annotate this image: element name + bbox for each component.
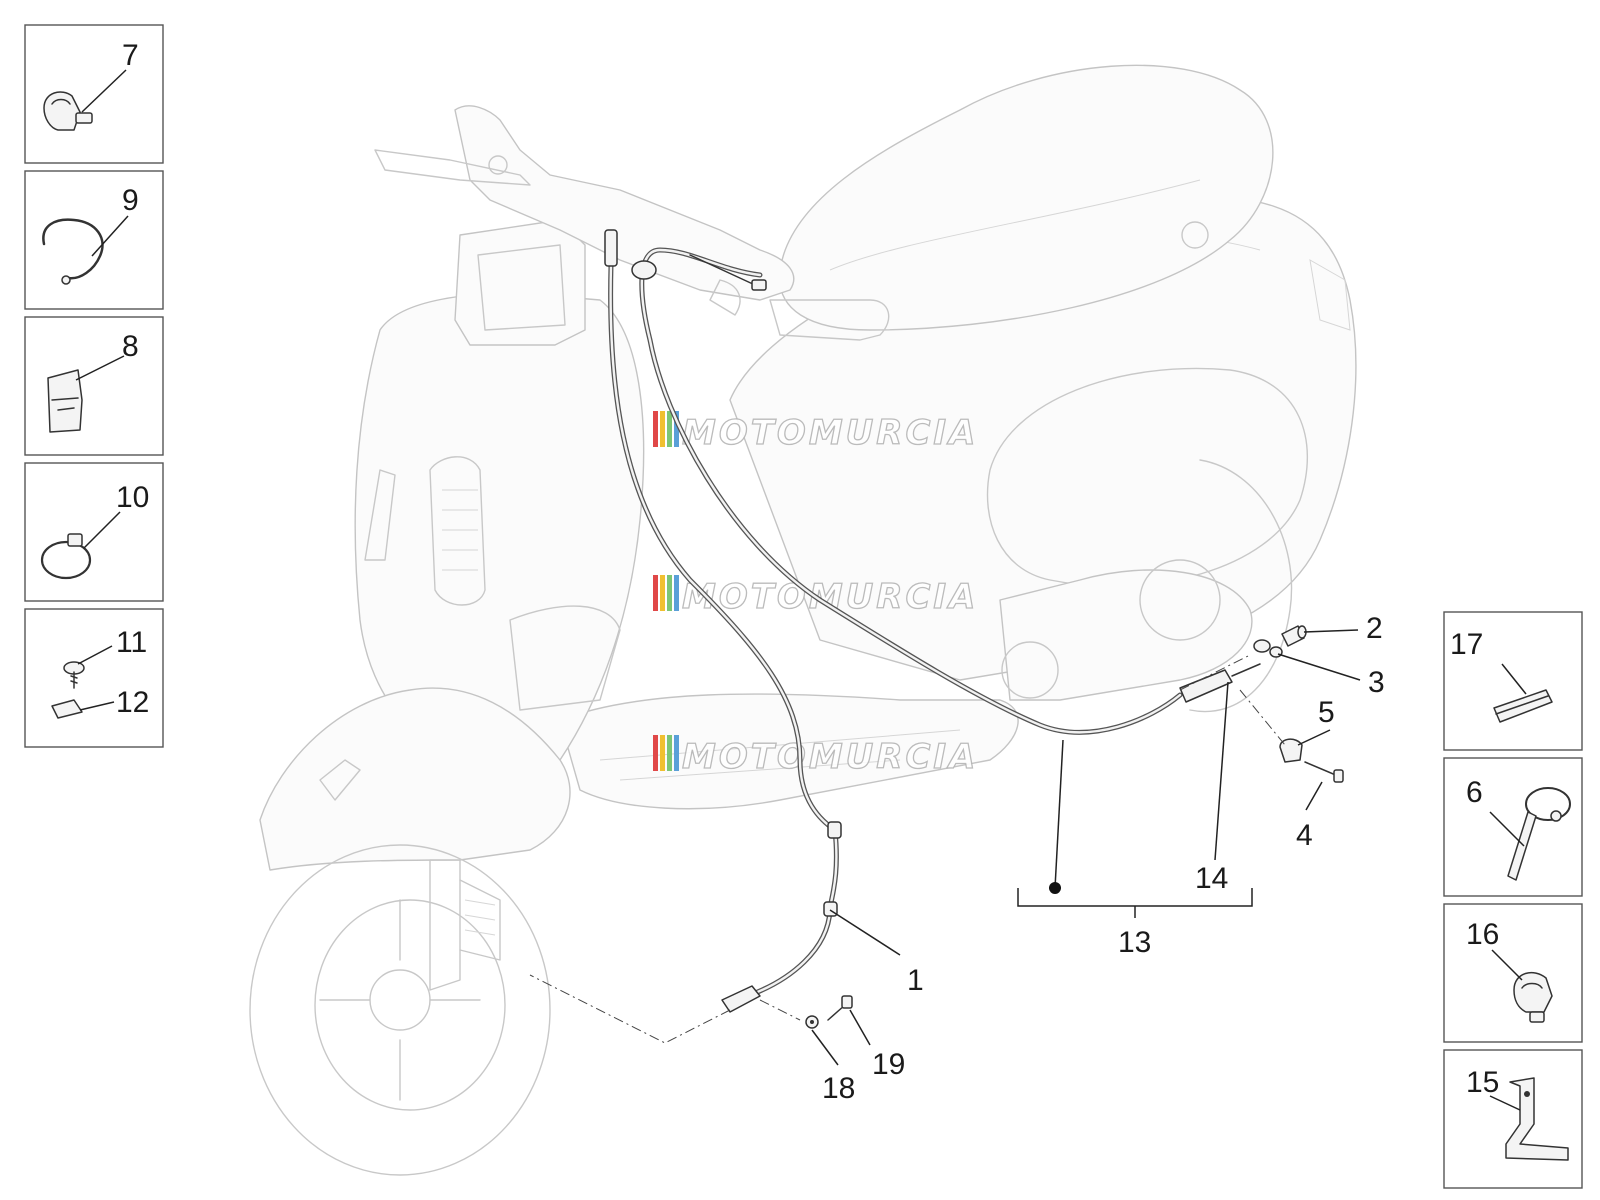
- box-part-7[interactable]: 7: [24, 24, 164, 164]
- svg-text:11: 11: [116, 626, 147, 659]
- box-part-17[interactable]: 17: [1443, 611, 1583, 751]
- watermark-top: MOTOMURCIA: [653, 411, 978, 454]
- svg-text:10: 10: [116, 481, 149, 514]
- speedometer-cable[interactable]: [604, 229, 842, 1013]
- part-18-washer[interactable]: [805, 1015, 819, 1029]
- watermark-bottom: MOTOMURCIA: [653, 735, 978, 778]
- svg-text:19: 19: [872, 1048, 905, 1081]
- svg-text:17: 17: [1450, 628, 1483, 661]
- callout-5: 5: [1297, 696, 1335, 746]
- svg-text:14: 14: [1195, 862, 1228, 895]
- part-5-bracket[interactable]: [1279, 738, 1303, 763]
- box-part-16[interactable]: 16: [1443, 903, 1583, 1043]
- svg-text:18: 18: [822, 1072, 855, 1105]
- svg-text:3: 3: [1368, 666, 1385, 699]
- callout-19: 19: [849, 1009, 905, 1081]
- svg-text:9: 9: [122, 184, 139, 217]
- box-part-9[interactable]: 9: [24, 170, 164, 310]
- svg-text:MOTOMURCIA: MOTOMURCIA: [682, 577, 978, 617]
- svg-text:MOTOMURCIA: MOTOMURCIA: [682, 737, 978, 777]
- callout-14: 14: [1195, 681, 1229, 895]
- callout-3: 3: [1277, 653, 1385, 699]
- svg-text:13: 13: [1118, 926, 1151, 959]
- svg-text:16: 16: [1466, 918, 1499, 951]
- box-part-15[interactable]: 15: [1443, 1049, 1583, 1189]
- svg-text:15: 15: [1466, 1066, 1499, 1099]
- part-2-bush[interactable]: [1281, 625, 1307, 647]
- svg-text:7: 7: [122, 39, 139, 72]
- callout-18: 18: [811, 1029, 855, 1105]
- part-3-nipple[interactable]: [1253, 639, 1283, 658]
- svg-text:2: 2: [1366, 612, 1383, 645]
- svg-text:6: 6: [1466, 776, 1483, 809]
- svg-text:4: 4: [1296, 819, 1313, 852]
- box-part-10[interactable]: 10: [24, 462, 164, 602]
- watermark-middle: MOTOMURCIA: [653, 575, 978, 618]
- part-19-screw[interactable]: [827, 995, 853, 1021]
- callout-1: 1: [829, 909, 924, 997]
- svg-text:MOTOMURCIA: MOTOMURCIA: [682, 413, 978, 453]
- rear-brake-cable[interactable]: [631, 247, 1261, 735]
- box-part-11-12[interactable]: 11 12: [24, 608, 164, 748]
- svg-text:5: 5: [1318, 696, 1335, 729]
- svg-text:8: 8: [122, 330, 139, 363]
- callout-13: 13: [1017, 739, 1253, 959]
- callout-4: 4: [1296, 781, 1323, 852]
- box-part-8[interactable]: 8: [24, 316, 164, 456]
- svg-text:1: 1: [907, 964, 924, 997]
- box-part-6[interactable]: 6: [1443, 757, 1583, 897]
- callout-2: 2: [1303, 612, 1383, 645]
- part-4-screw[interactable]: [1304, 761, 1344, 783]
- assembly-lines: [529, 654, 1286, 1044]
- scooter-outline: [249, 64, 1357, 1176]
- svg-text:12: 12: [116, 686, 149, 719]
